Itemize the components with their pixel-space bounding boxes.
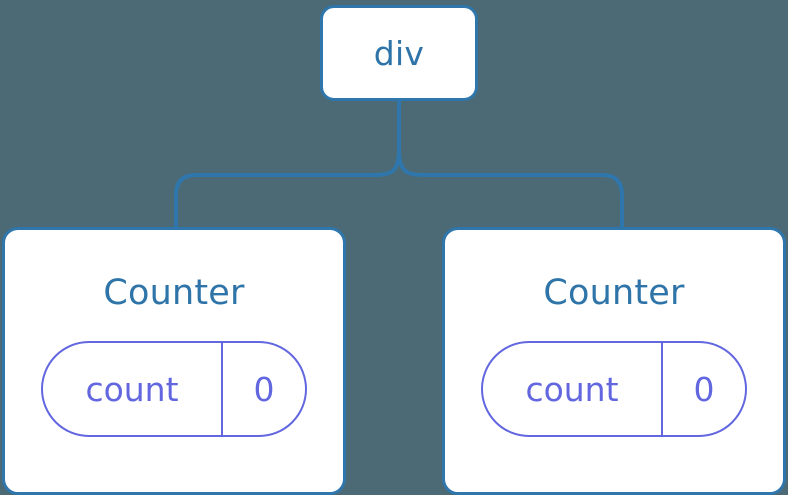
- node-counter-1-label: Counter: [543, 273, 685, 313]
- state-key-counter-1: count: [525, 369, 619, 409]
- state-pill-counter-0[interactable]: count 0: [41, 341, 307, 437]
- state-key-counter-0: count: [85, 369, 179, 409]
- state-pill-counter-1[interactable]: count 0: [481, 341, 747, 437]
- node-root-div[interactable]: div: [320, 5, 478, 101]
- state-value-counter-0: 0: [221, 343, 305, 435]
- node-counter-0[interactable]: Counter count 0: [2, 227, 346, 495]
- node-counter-0-label: Counter: [103, 273, 245, 313]
- edge-root-to-child-0: [174, 147, 401, 229]
- edge-root-to-child-1: [397, 147, 624, 229]
- node-root-label: div: [373, 33, 425, 73]
- state-value-counter-1: 0: [661, 343, 745, 435]
- node-counter-1[interactable]: Counter count 0: [442, 227, 786, 495]
